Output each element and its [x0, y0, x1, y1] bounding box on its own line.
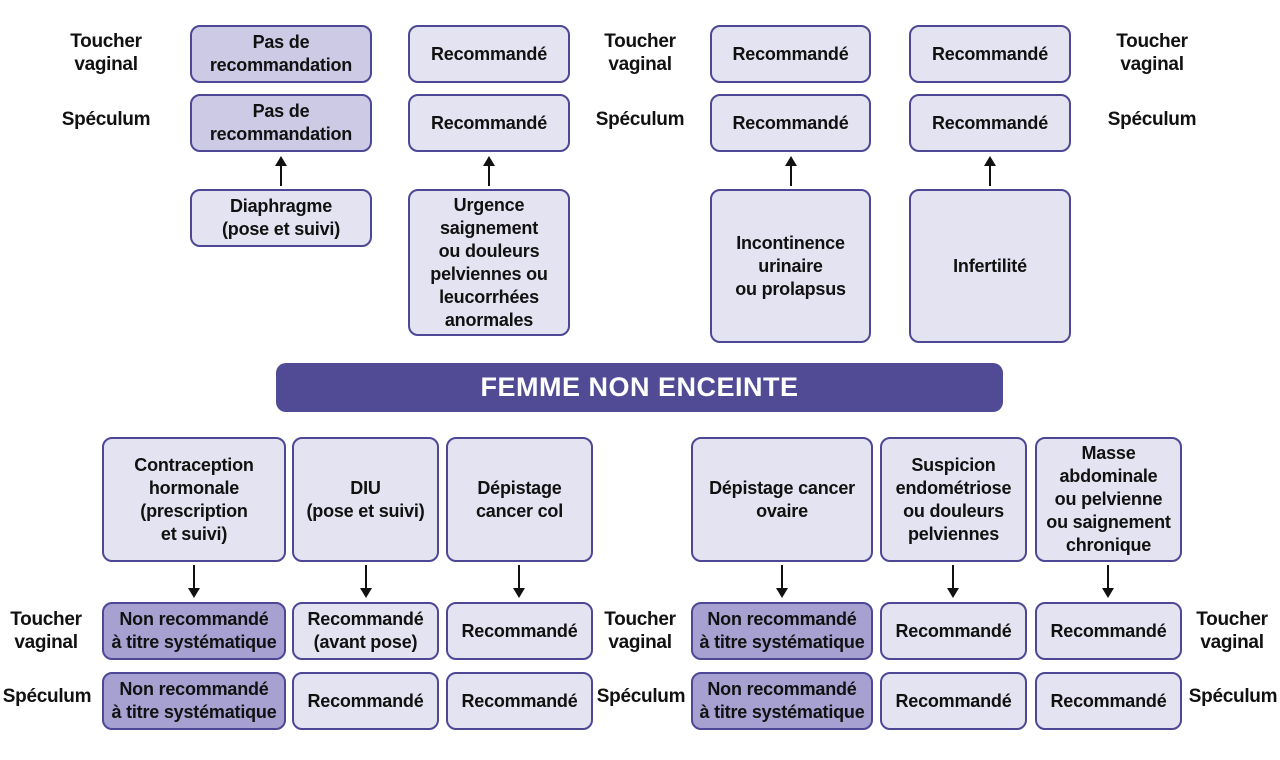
masse-speculum-text: Recommandé [1050, 690, 1167, 711]
masse-speculum-box: Recommandé [1035, 672, 1182, 730]
speculum-label: Spéculum [595, 109, 685, 130]
toucher-vaginal-label: Toucher vaginal [604, 609, 676, 653]
toucher-vaginal-label: Toucher vaginal [1196, 609, 1268, 653]
contraception-toucher-box: Non recommandé à titre systématique [102, 602, 286, 660]
speculum-label: Spéculum [1188, 686, 1278, 707]
arrow-down [947, 565, 959, 598]
contraception-condition-box: Contraception hormonale (prescription et… [102, 437, 286, 562]
diaphragme-condition-box: Diaphragme (pose et suivi) [190, 189, 372, 247]
toucher-vaginal-label: Toucher vaginal [1116, 31, 1188, 75]
contraception-condition-text: Contraception hormonale (prescription et… [134, 454, 254, 544]
toucher-vaginal-label: Toucher vaginal [604, 31, 676, 75]
diaphragme-speculum-text: Pas de recommandation [209, 101, 353, 144]
infertilite-toucher-text: Recommandé [931, 43, 1049, 64]
banner-text: FEMME NON ENCEINTE [480, 372, 799, 402]
depistage-col-speculum-text: Recommandé [461, 690, 578, 711]
depistage-ovaire-condition-box: Dépistage cancer ovaire [691, 437, 873, 562]
diu-toucher-text: Recommandé (avant pose) [307, 609, 424, 652]
diu-speculum-text: Recommandé [307, 690, 424, 711]
incontinence-condition-text: Incontinence urinaire ou prolapsus [735, 232, 846, 299]
contraception-toucher-text: Non recommandé à titre systématique [111, 609, 277, 652]
depistage-col-speculum-box: Recommandé [446, 672, 593, 730]
urgence-toucher-text: Recommandé [430, 43, 548, 64]
contraception-speculum-box: Non recommandé à titre systématique [102, 672, 286, 730]
endometriose-speculum-text: Recommandé [895, 690, 1012, 711]
masse-condition-text: Masse abdominale ou pelvienne ou saignem… [1046, 443, 1171, 555]
endometriose-toucher-box: Recommandé [880, 602, 1027, 660]
arrow-down [1102, 565, 1114, 598]
infertilite-speculum-text: Recommandé [931, 112, 1049, 133]
urgence-toucher-box: Recommandé [408, 25, 570, 83]
endometriose-speculum-box: Recommandé [880, 672, 1027, 730]
infertilite-toucher-box: Recommandé [909, 25, 1071, 83]
speculum-label: Spéculum [2, 686, 92, 707]
depistage-col-toucher-text: Recommandé [461, 620, 578, 641]
depistage-ovaire-condition-text: Dépistage cancer ovaire [709, 477, 855, 521]
urgence-speculum-box: Recommandé [408, 94, 570, 152]
depistage-col-toucher-box: Recommandé [446, 602, 593, 660]
endometriose-toucher-text: Recommandé [895, 620, 1012, 641]
depistage-col-condition-box: Dépistage cancer col [446, 437, 593, 562]
depistage-ovaire-speculum-box: Non recommandé à titre systématique [691, 672, 873, 730]
urgence-condition-box: Urgence saignement ou douleurs pelvienne… [408, 189, 570, 336]
urgence-speculum-text: Recommandé [430, 112, 548, 133]
diu-condition-box: DIU (pose et suivi) [292, 437, 439, 562]
infertilite-speculum-box: Recommandé [909, 94, 1071, 152]
incontinence-toucher-text: Recommandé [732, 43, 849, 64]
speculum-label: Spéculum [1107, 109, 1197, 130]
diaphragme-speculum-box: Pas de recommandation [190, 94, 372, 152]
arrow-down [513, 565, 525, 598]
incontinence-condition-box: Incontinence urinaire ou prolapsus [710, 189, 871, 343]
depistage-ovaire-toucher-text: Non recommandé à titre systématique [699, 609, 865, 652]
arrow-up [984, 156, 996, 186]
arrow-up [785, 156, 797, 186]
diu-condition-text: DIU (pose et suivi) [306, 477, 425, 521]
incontinence-toucher-box: Recommandé [710, 25, 871, 83]
toucher-vaginal-label: Toucher vaginal [10, 609, 82, 653]
urgence-condition-text: Urgence saignement ou douleurs pelvienne… [430, 194, 548, 330]
incontinence-speculum-box: Recommandé [710, 94, 871, 152]
diu-speculum-box: Recommandé [292, 672, 439, 730]
speculum-label: Spéculum [596, 686, 686, 707]
depistage-ovaire-speculum-text: Non recommandé à titre systématique [699, 679, 865, 722]
toucher-vaginal-label: Toucher vaginal [70, 31, 142, 75]
diaphragme-toucher-text: Pas de recommandation [209, 32, 353, 75]
diu-toucher-box: Recommandé (avant pose) [292, 602, 439, 660]
masse-toucher-text: Recommandé [1050, 620, 1167, 641]
depistage-col-condition-text: Dépistage cancer col [475, 477, 564, 521]
diaphragme-condition-text: Diaphragme (pose et suivi) [221, 196, 341, 239]
femme-non-enceinte-banner: FEMME NON ENCEINTE [276, 363, 1003, 412]
masse-condition-box: Masse abdominale ou pelvienne ou saignem… [1035, 437, 1182, 562]
arrow-up [275, 156, 287, 186]
contraception-speculum-text: Non recommandé à titre systématique [111, 679, 277, 722]
arrow-up [483, 156, 495, 186]
depistage-ovaire-toucher-box: Non recommandé à titre systématique [691, 602, 873, 660]
speculum-label: Spéculum [61, 109, 151, 130]
arrow-down [360, 565, 372, 598]
arrow-down [776, 565, 788, 598]
infertilite-condition-text: Infertilité [953, 255, 1027, 276]
endometriose-condition-text: Suspicion endométriose ou douleurs pelvi… [895, 454, 1012, 544]
infertilite-condition-box: Infertilité [909, 189, 1071, 343]
arrow-down [188, 565, 200, 598]
masse-toucher-box: Recommandé [1035, 602, 1182, 660]
diaphragme-toucher-box: Pas de recommandation [190, 25, 372, 83]
incontinence-speculum-text: Recommandé [732, 112, 849, 133]
endometriose-condition-box: Suspicion endométriose ou douleurs pelvi… [880, 437, 1027, 562]
